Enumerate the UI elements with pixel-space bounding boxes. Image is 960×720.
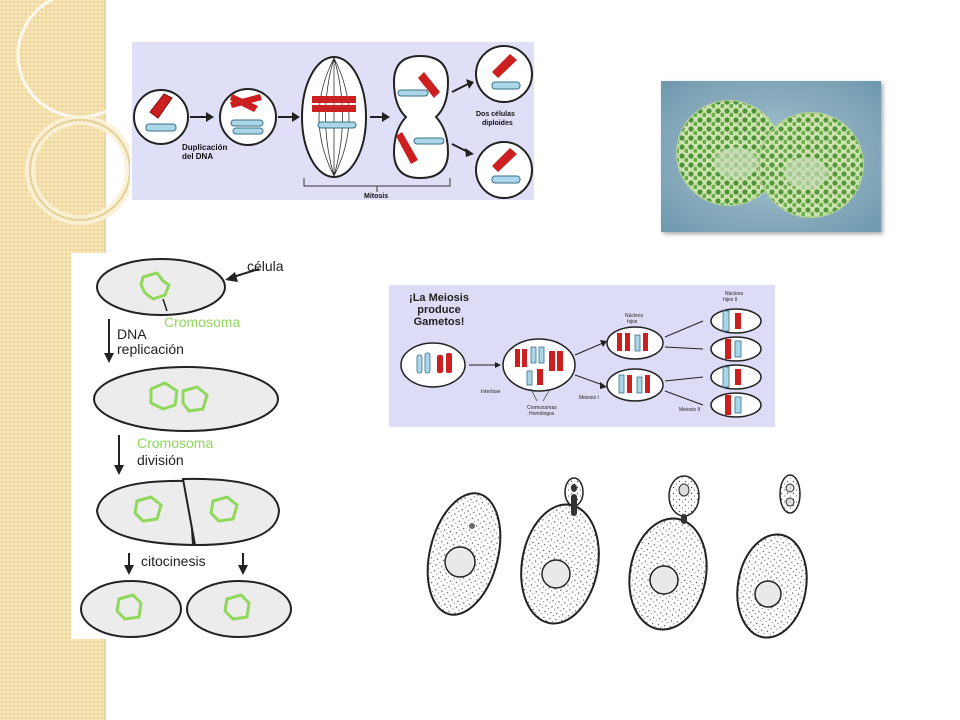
meiosis-title-2: produce	[417, 304, 460, 316]
label-nuclei: Núcleos	[625, 313, 644, 319]
dividing-green-cell-photo	[661, 81, 881, 232]
label-duplication-2: del DNA	[182, 152, 213, 161]
label-division: división	[137, 452, 184, 468]
label-nuclei-2: hijos	[627, 319, 638, 325]
label-replication: replicación	[117, 341, 184, 357]
decorative-rings	[16, 0, 130, 225]
meiosis-title-1: ¡La Meiosis	[409, 292, 469, 304]
label-chromosome-1: Cromosoma	[164, 314, 240, 330]
meiosis-title-3: Gametos!	[414, 316, 465, 328]
label-dna: DNA	[117, 326, 147, 342]
meiosis-diagram: ¡La Meiosis produce Gametos!	[389, 285, 775, 427]
label-meiosis-2: Meiosis II	[679, 407, 700, 413]
label-cell: célula	[247, 258, 284, 274]
label-interphase: Interfase	[481, 389, 501, 395]
mitosis-diagram: Duplicación del DNA Mitosis Dos células …	[132, 42, 534, 200]
label-homologs-1: Cromosomas	[527, 405, 557, 411]
label-mitosis: Mitosis	[364, 193, 388, 200]
label-result-1: Dos células	[476, 111, 515, 118]
budding-yeast-drawing	[420, 462, 830, 647]
binary-fission-diagram: célula Cromosoma DNA replicación Cromoso…	[71, 253, 303, 639]
label-meiosis-1: Meiosis I	[579, 395, 599, 401]
label-duplication-1: Duplicación	[182, 143, 227, 152]
label-cytokinesis: citocinesis	[141, 553, 206, 569]
label-daughter-nuclei-ii-2: hijos II	[723, 297, 737, 303]
label-chromosome-2: Cromosoma	[137, 435, 213, 451]
label-result-2: diploides	[482, 120, 513, 127]
label-homologs-2: Homólogos	[529, 411, 555, 417]
label-daughter-nuclei-ii: Núcleos	[725, 291, 744, 297]
